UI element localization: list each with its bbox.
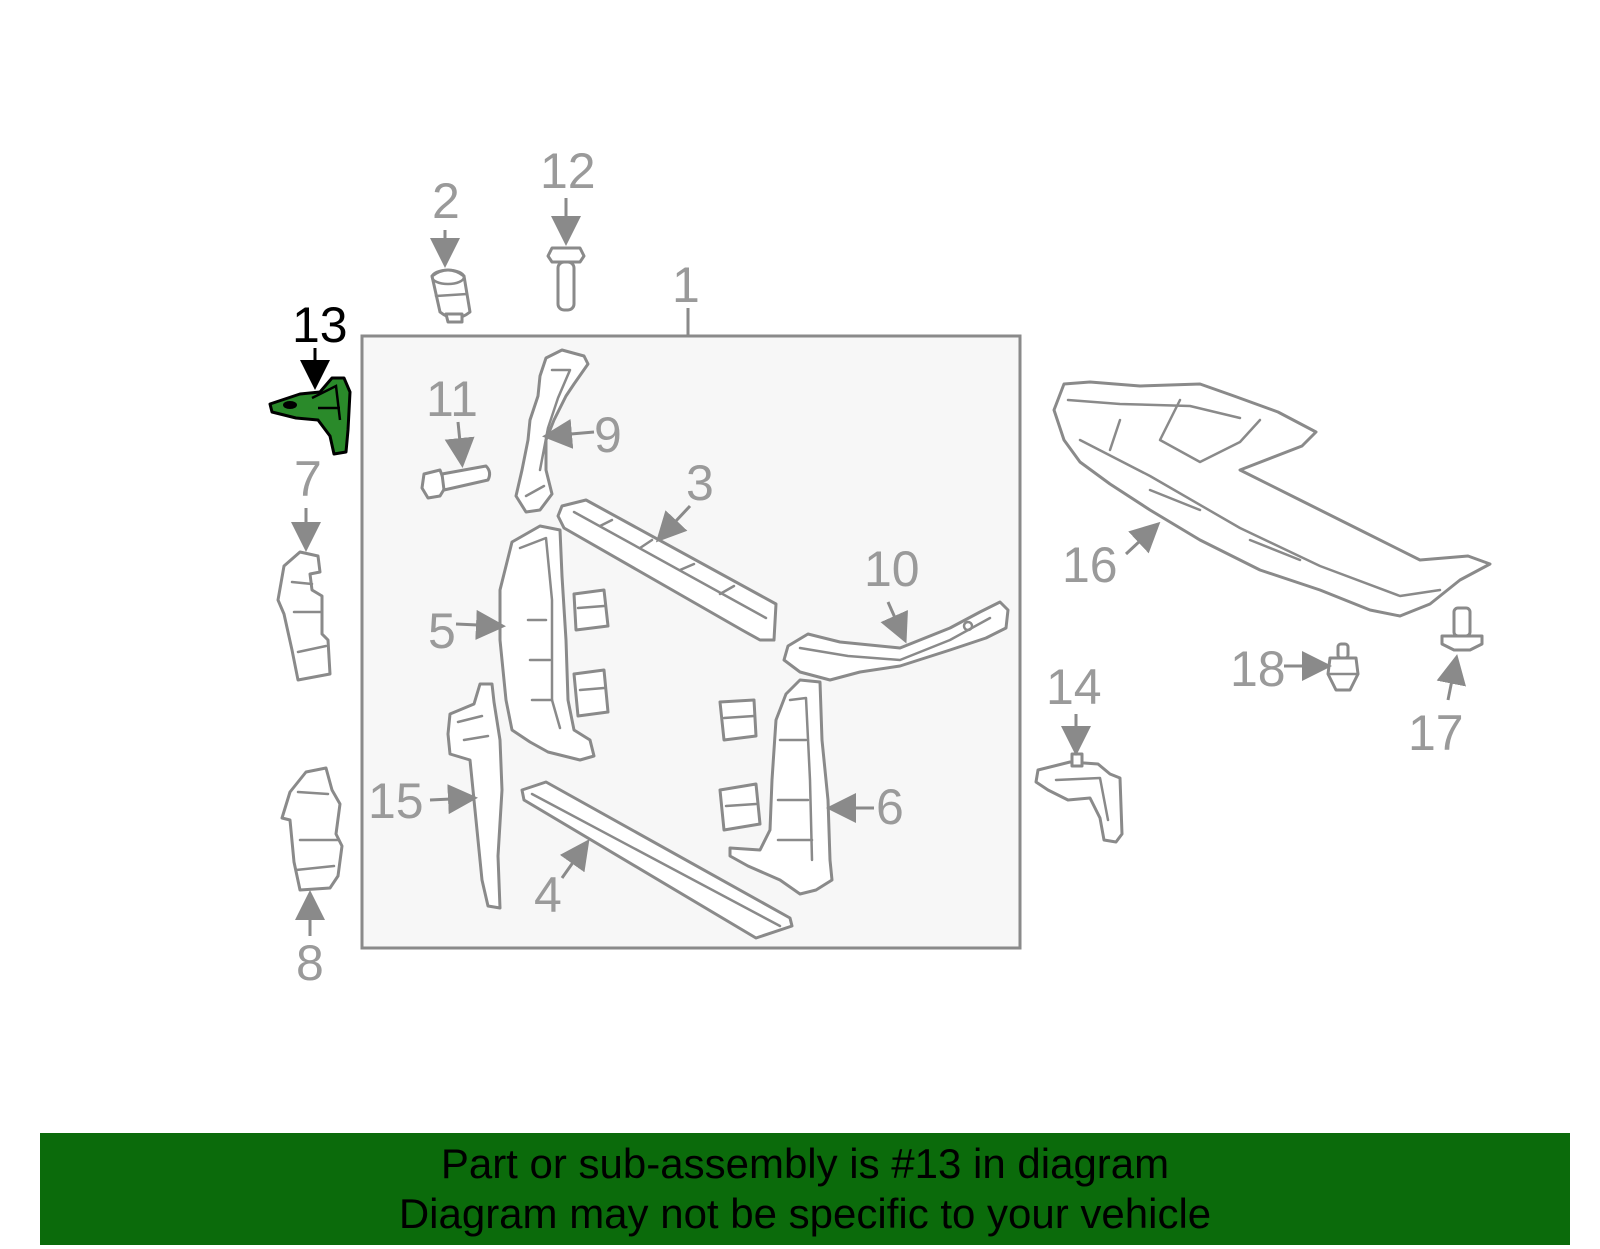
part-2-bushing[interactable] [430, 268, 472, 324]
parts-diagram: 1 2 3 4 5 6 7 8 9 10 11 12 13 14 15 16 1… [268, 143, 1492, 991]
callout-17: 17 [1408, 705, 1464, 761]
part-8-bracket[interactable] [280, 766, 344, 892]
callout-14: 14 [1046, 659, 1102, 715]
callout-13-highlighted: 13 [292, 297, 348, 353]
banner-line-2: Diagram may not be specific to your vehi… [398, 1190, 1212, 1237]
callout-3: 3 [686, 455, 714, 511]
callout-12: 12 [540, 143, 596, 199]
part-17-screw[interactable] [1440, 606, 1484, 652]
callout-9: 9 [594, 407, 622, 463]
part-13-bracket-highlighted[interactable] [268, 376, 352, 456]
info-banner: Part or sub-assembly is #13 in diagram D… [40, 1133, 1570, 1245]
callout-15: 15 [368, 773, 424, 829]
callout-5: 5 [428, 603, 456, 659]
part-7-bracket[interactable] [276, 550, 332, 682]
callout-1: 1 [672, 257, 700, 313]
part-16-under-cover[interactable] [1052, 380, 1492, 618]
part-14-bracket[interactable] [1034, 752, 1124, 844]
part-18-clip[interactable] [1326, 642, 1360, 692]
part-3-upper-crossmember[interactable] [556, 498, 778, 642]
callout-8: 8 [296, 935, 324, 991]
banner-line-1: Part or sub-assembly is #13 in diagram [440, 1140, 1170, 1187]
part-10-support-arm[interactable] [782, 600, 1010, 682]
callout-10: 10 [864, 541, 920, 597]
callout-7: 7 [294, 451, 322, 507]
callout-4: 4 [534, 867, 562, 923]
part-11-bolt[interactable] [420, 464, 492, 500]
callout-6: 6 [876, 779, 904, 835]
callout-18: 18 [1230, 641, 1286, 697]
part-4-lower-crossmember[interactable] [520, 780, 794, 940]
callout-11: 11 [426, 371, 478, 427]
callout-16: 16 [1062, 537, 1118, 593]
part-5-left-support[interactable] [498, 524, 610, 762]
callout-2: 2 [432, 173, 460, 229]
part-12-bolt[interactable] [546, 246, 586, 312]
part-6-right-support[interactable] [718, 678, 834, 896]
